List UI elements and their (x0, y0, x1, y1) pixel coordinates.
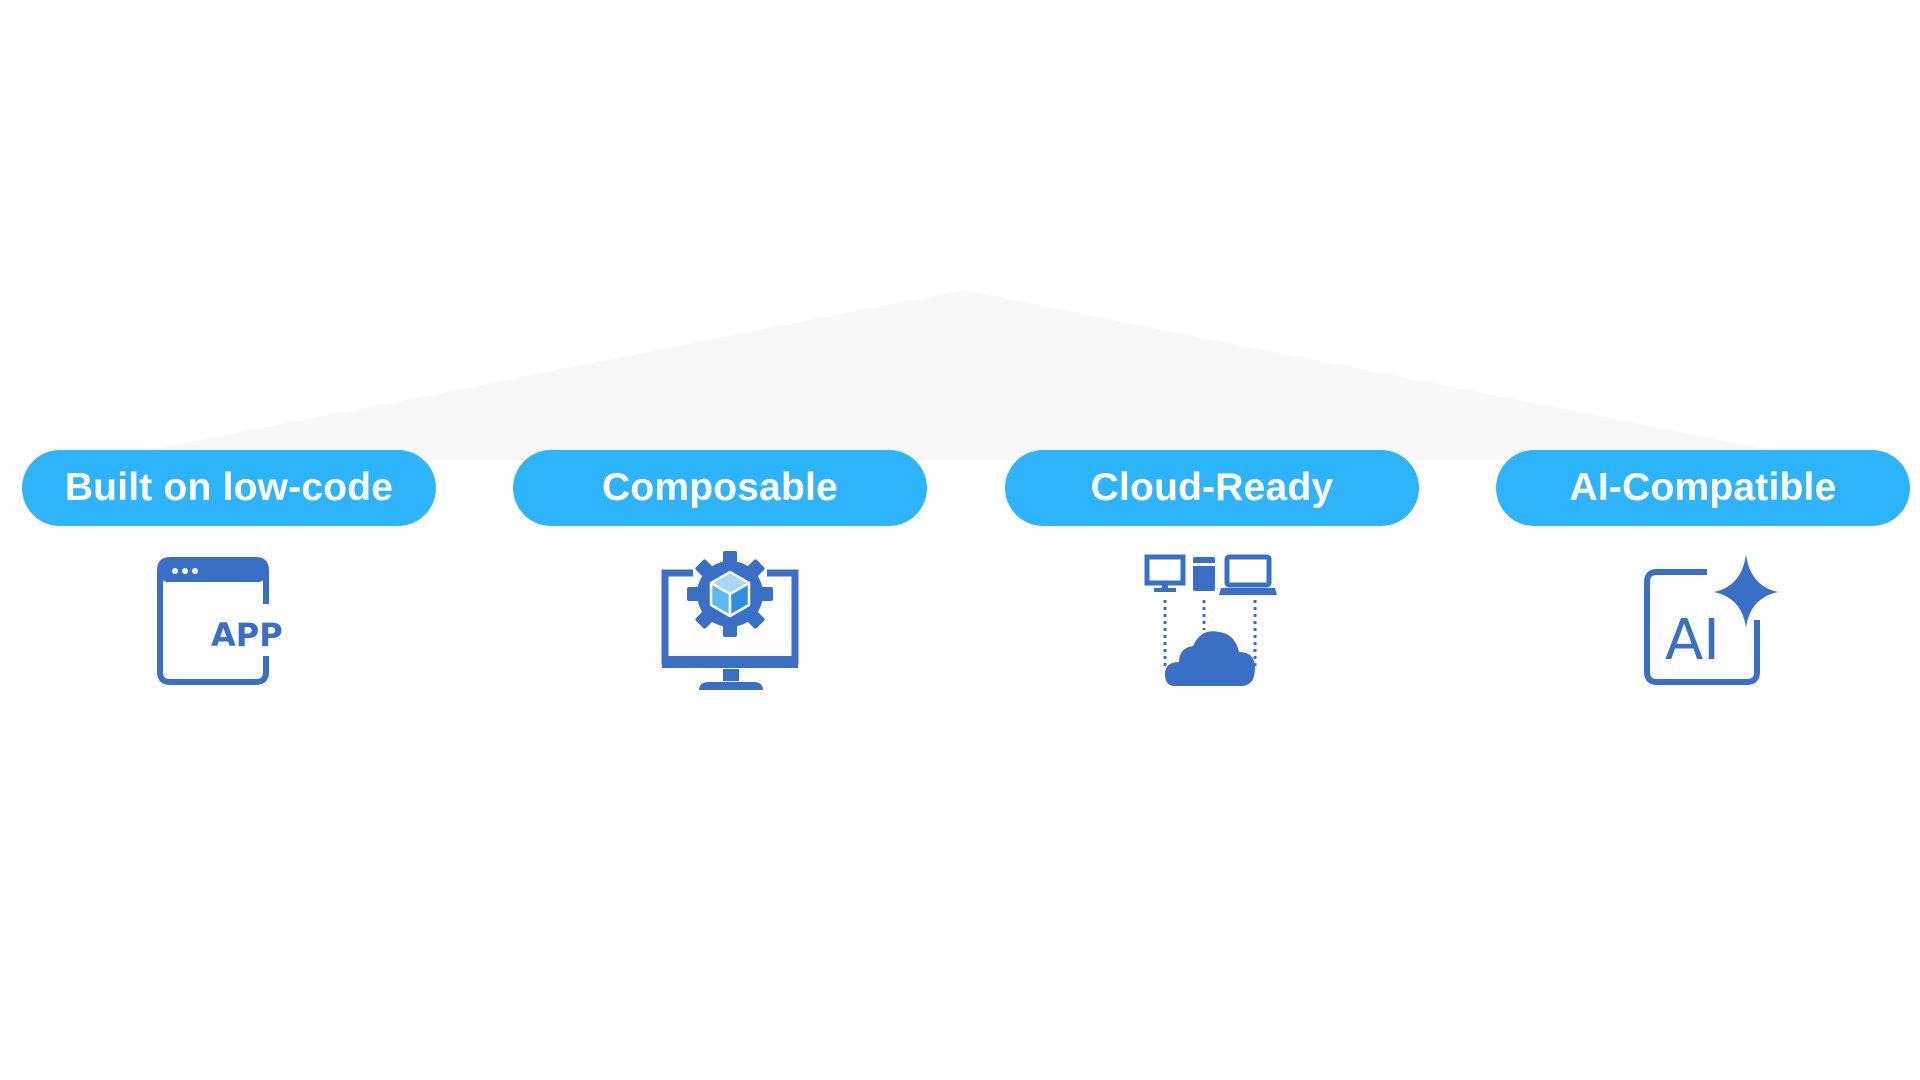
ai-sparkle-icon: AI (1633, 548, 1793, 698)
pillar-label-composable: Composable (513, 450, 927, 526)
pillar-label-ai-compatible: AI-Compatible (1496, 450, 1910, 526)
pillar-label-cloud-ready: Cloud-Ready (1005, 450, 1419, 526)
app-window-icon: APP (148, 548, 308, 698)
app-icon-text: APP (211, 616, 283, 654)
monitor-gear-cube-icon (651, 548, 811, 698)
cloud-devices-icon (1131, 548, 1291, 698)
pillar-label-low-code: Built on low-code (22, 450, 436, 526)
ai-icon-text: AI (1665, 608, 1720, 673)
